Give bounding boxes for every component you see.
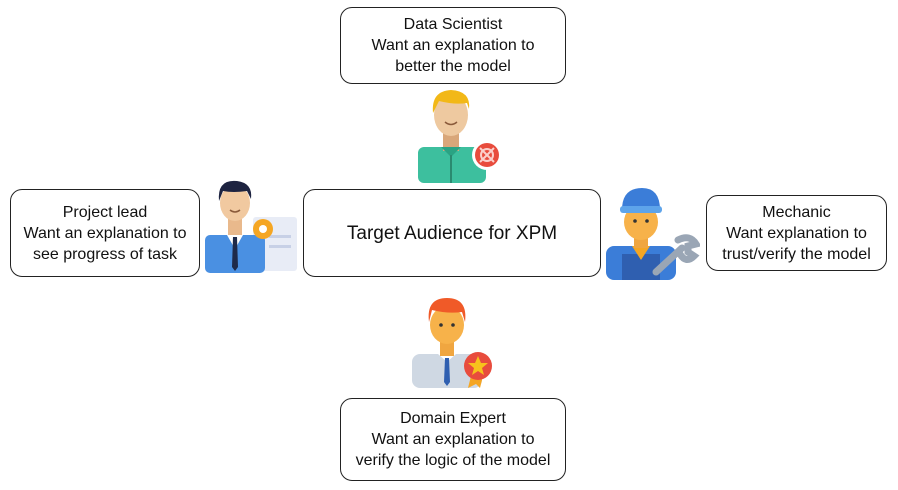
mechanic-box: Mechanic Want explanation to trust/verif… <box>706 195 887 271</box>
data-scientist-icon <box>418 90 502 183</box>
mechanic-icon <box>606 188 700 280</box>
data-scientist-box: Data Scientist Want an explanation to be… <box>340 7 566 84</box>
need-text: Want an explanation to <box>23 224 187 242</box>
need-text: better the model <box>395 58 511 75</box>
need-text: Want an explanation to <box>371 431 535 448</box>
domain-expert-box: Domain Expert Want an explanation to ver… <box>340 398 566 481</box>
project-lead-icon <box>205 180 297 273</box>
need-text: trust/verify the model <box>722 245 871 263</box>
domain-expert-icon <box>412 298 492 388</box>
role-label: Mechanic <box>762 203 831 221</box>
role-label: Project lead <box>62 203 148 221</box>
role-label: Data Scientist <box>403 16 503 33</box>
center-title: Target Audience for XPM <box>346 222 558 244</box>
need-text: Want explanation to <box>726 224 867 242</box>
need-text: Want an explanation to <box>371 37 535 54</box>
role-label: Domain Expert <box>400 410 506 427</box>
project-lead-box: Project lead Want an explanation to see … <box>10 189 200 277</box>
need-text: verify the logic of the model <box>355 452 551 469</box>
center-box: Target Audience for XPM <box>303 189 601 277</box>
need-text: see progress of task <box>32 245 178 263</box>
